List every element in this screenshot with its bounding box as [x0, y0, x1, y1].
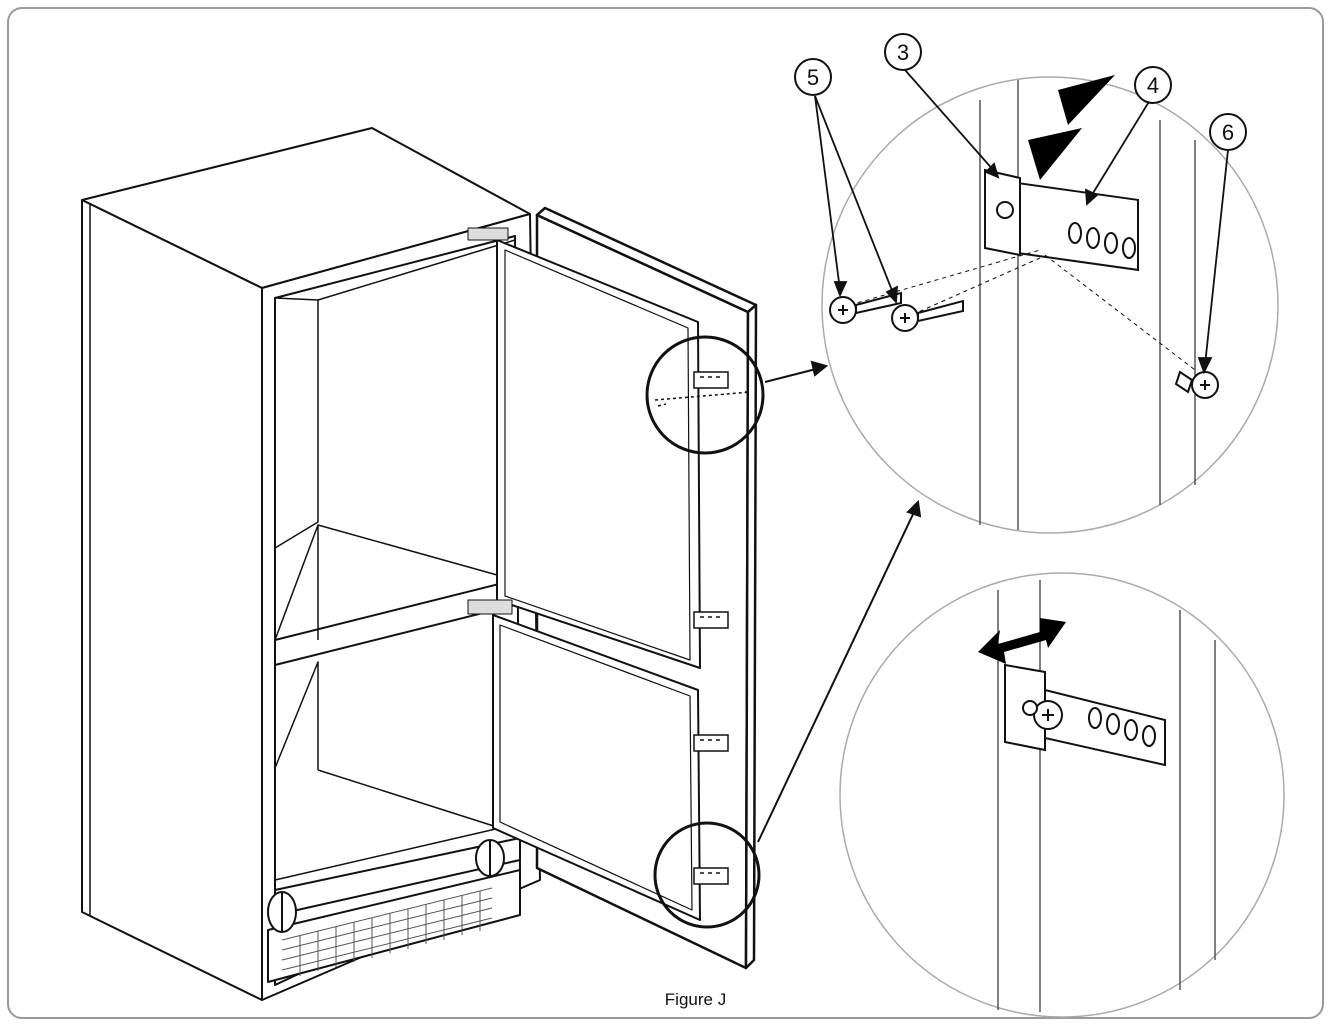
svg-text:5: 5	[807, 65, 819, 90]
callout-4: 4	[1134, 66, 1172, 104]
door-bracket	[693, 371, 729, 885]
svg-text:4: 4	[1147, 73, 1159, 98]
refrigerator-cabinet	[81, 127, 541, 1001]
appliance-lower-door	[467, 599, 701, 921]
detail-view-lower	[839, 572, 1285, 1018]
hinge-roller	[267, 839, 505, 933]
figure-border	[7, 7, 1324, 1019]
callout-5: 5	[794, 58, 832, 96]
callout-leaders	[814, 69, 1229, 375]
svg-text:3: 3	[897, 40, 909, 65]
pointer-arrow	[757, 360, 922, 843]
detail-view-upper	[821, 75, 1279, 534]
grille	[281, 887, 493, 976]
callout-3: 3	[884, 33, 922, 71]
svg-text:6: 6	[1222, 120, 1234, 145]
adjust-arrow-icon	[978, 618, 1066, 664]
detail-screws	[654, 391, 751, 407]
appliance-upper-door	[467, 227, 701, 669]
screw-6	[1174, 370, 1219, 399]
screw-5	[829, 291, 964, 332]
figure-caption: Figure J	[664, 990, 727, 1009]
callout-6: 6	[1209, 113, 1247, 151]
detail-circle	[645, 335, 765, 929]
